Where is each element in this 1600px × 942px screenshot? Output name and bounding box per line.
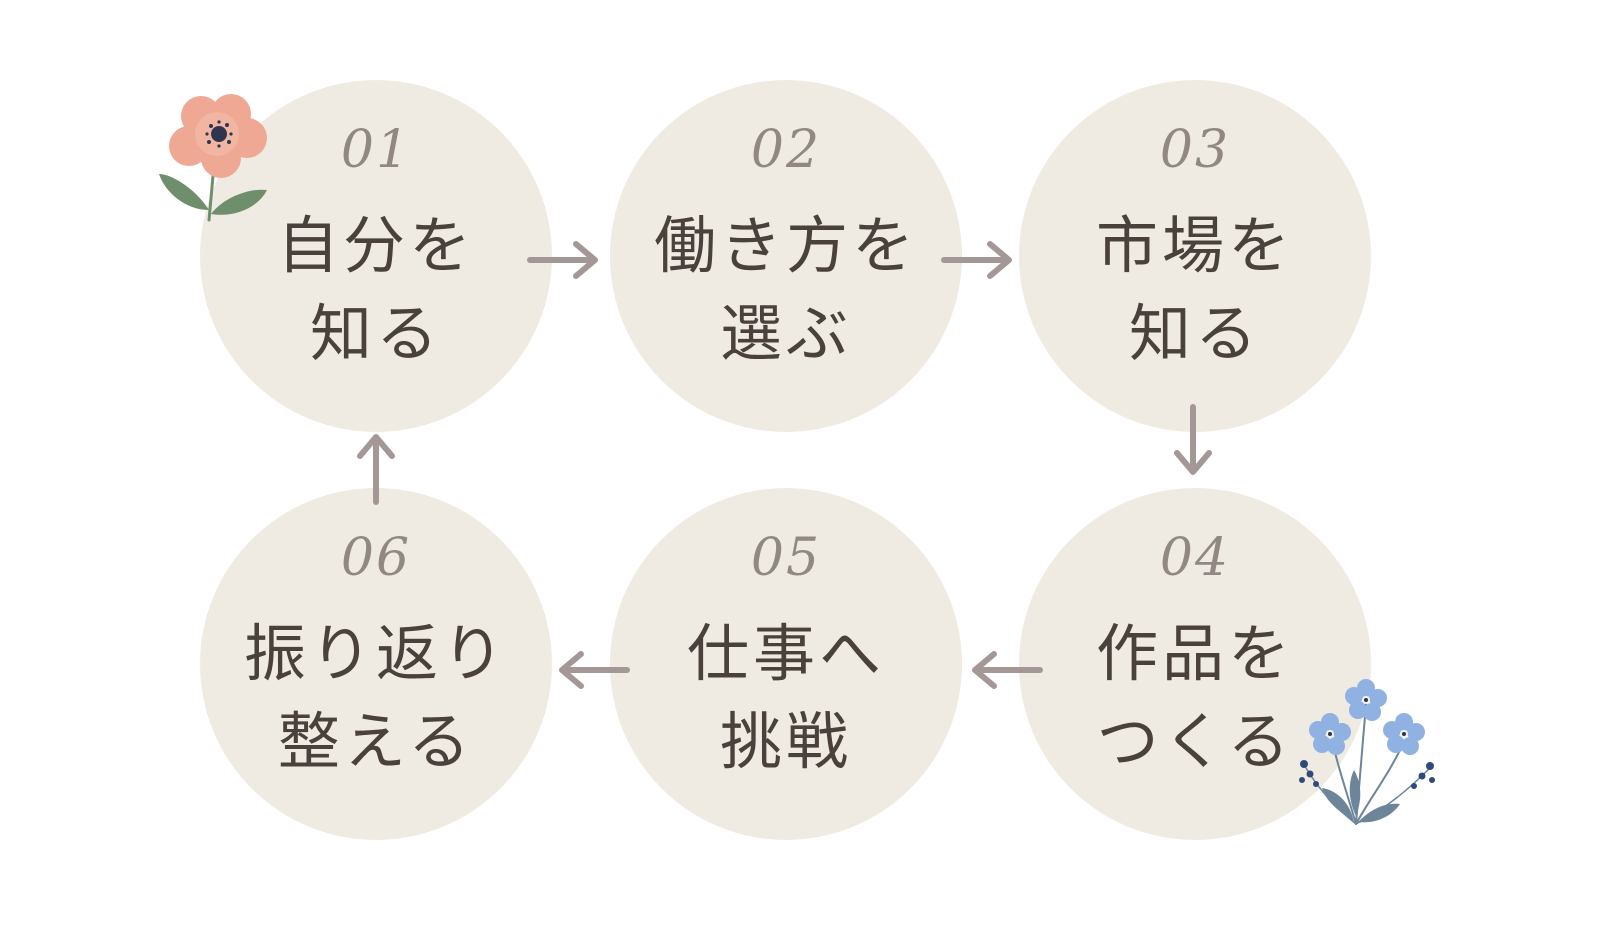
step-number: 03 bbox=[1159, 120, 1231, 180]
step-title-line1: 振り返り bbox=[243, 617, 508, 690]
step-title-line2: 選ぶ bbox=[719, 297, 852, 370]
pink-flower-icon bbox=[155, 92, 275, 227]
step-title: 市場を 知る bbox=[1019, 202, 1371, 378]
step-circle-01: 01 自分を 知る bbox=[200, 80, 552, 432]
step-circle-02: 02 働き方を 選ぶ bbox=[610, 80, 962, 432]
step-title-line1: 作品を bbox=[1095, 617, 1294, 690]
arrow-right-icon bbox=[527, 240, 600, 280]
step-title-line2: 知る bbox=[309, 297, 442, 370]
arrow-up-icon bbox=[356, 432, 396, 505]
step-title-line1: 仕事へ bbox=[686, 617, 885, 690]
step-title-line2: 知る bbox=[1128, 297, 1261, 370]
step-title-line1: 市場を bbox=[1095, 209, 1294, 282]
step-title: 振り返り 整える bbox=[200, 610, 552, 786]
step-number: 05 bbox=[750, 528, 822, 588]
step-title-line2: 挑戦 bbox=[719, 705, 852, 778]
step-circle-04: 04 作品を つくる bbox=[1019, 488, 1371, 840]
step-number: 04 bbox=[1159, 528, 1231, 588]
step-title-line2: つくる bbox=[1096, 705, 1294, 778]
step-circle-03: 03 市場を 知る bbox=[1019, 80, 1371, 432]
step-title: 働き方を 選ぶ bbox=[610, 202, 962, 378]
arrow-left-icon bbox=[557, 650, 630, 690]
step-title-line1: 自分を bbox=[276, 209, 475, 282]
step-number: 02 bbox=[750, 120, 822, 180]
arrow-left-icon bbox=[970, 650, 1043, 690]
arrow-down-icon bbox=[1173, 404, 1213, 477]
arrow-right-icon bbox=[941, 240, 1014, 280]
blue-flower-bouquet-icon bbox=[1296, 676, 1441, 831]
step-title-line2: 整える bbox=[277, 705, 475, 778]
step-title: 仕事へ 挑戦 bbox=[610, 610, 962, 786]
step-circle-06: 06 振り返り 整える bbox=[200, 488, 552, 840]
step-title: 自分を 知る bbox=[200, 202, 552, 378]
step-number: 01 bbox=[340, 120, 412, 180]
step-circle-05: 05 仕事へ 挑戦 bbox=[610, 488, 962, 840]
step-title: 作品を つくる bbox=[1019, 610, 1371, 786]
step-title-line1: 働き方を bbox=[653, 209, 918, 282]
step-number: 06 bbox=[340, 528, 412, 588]
